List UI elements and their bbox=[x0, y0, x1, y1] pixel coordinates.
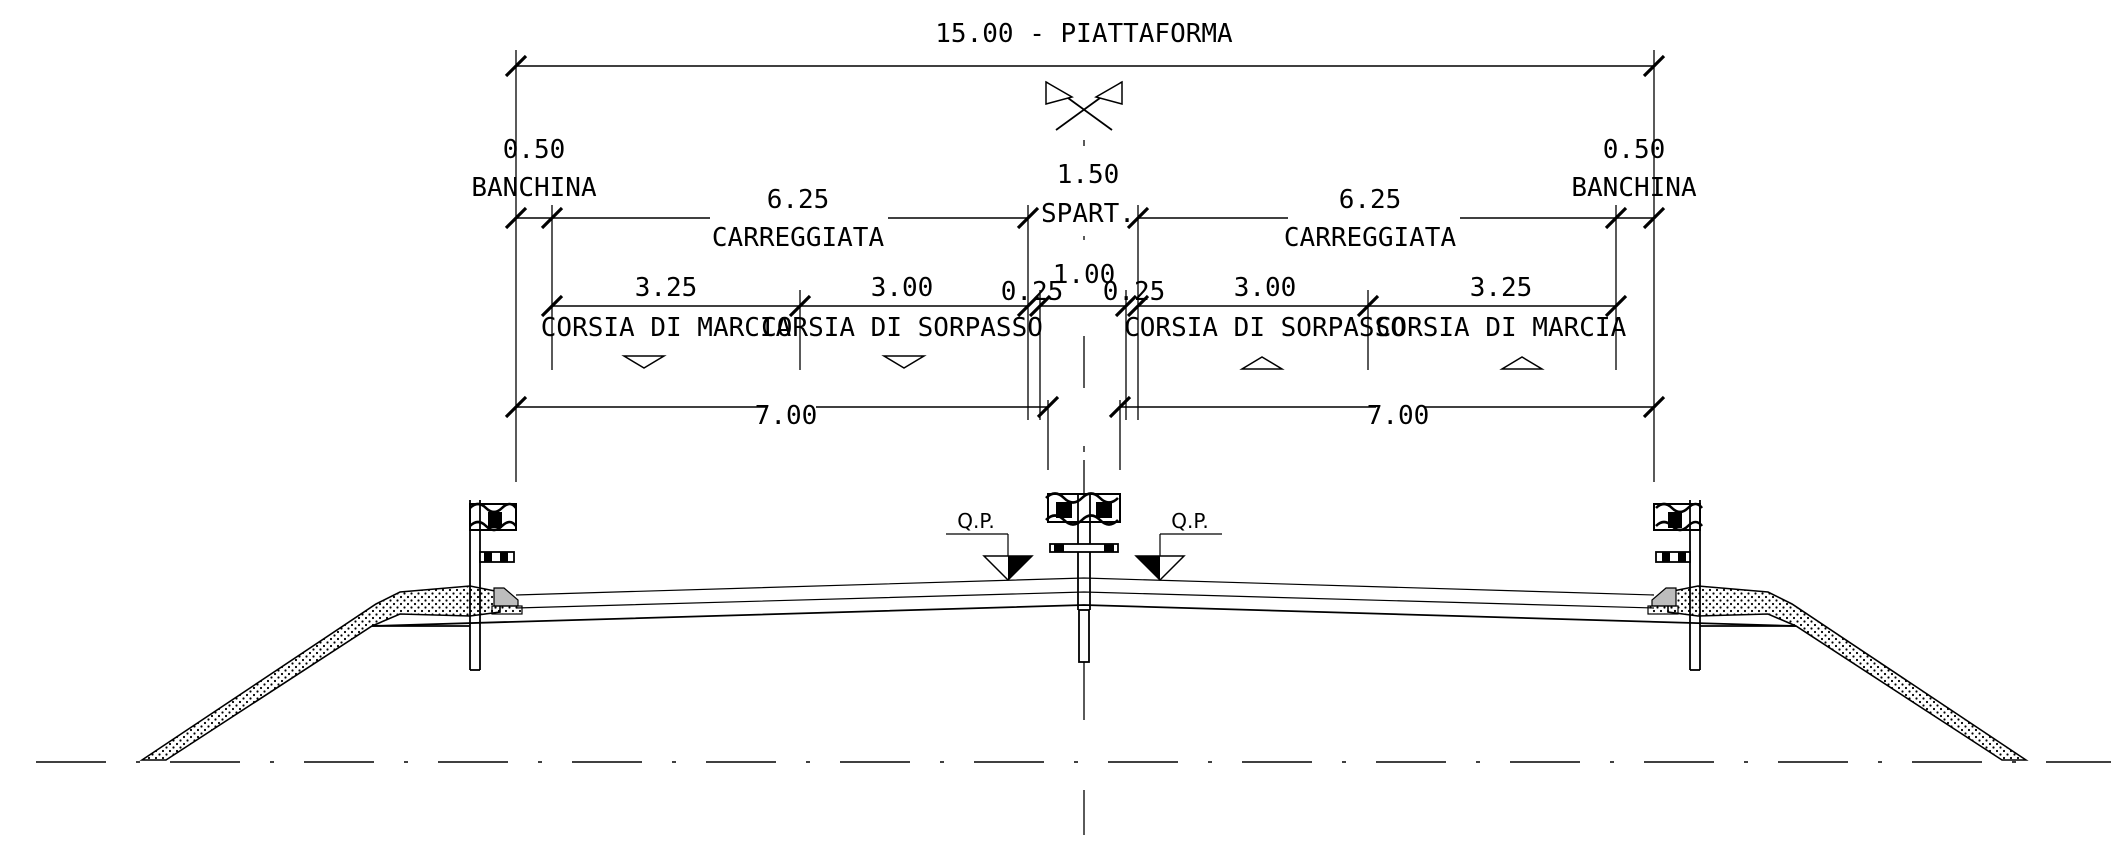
shoulder-left-name: BANCHINA bbox=[471, 173, 597, 203]
qp-left-label: Q.P. bbox=[957, 509, 994, 533]
shoulder-left-width: 0.50 bbox=[503, 135, 566, 165]
median-strip-right-width: 0.25 bbox=[1103, 277, 1166, 307]
shoulder-right-width: 0.50 bbox=[1603, 135, 1666, 165]
direction-up-icon bbox=[1239, 356, 1285, 370]
half-platform-right-width: 7.00 bbox=[1367, 401, 1430, 431]
dimension-ticks bbox=[504, 54, 1666, 419]
carriageway-left-width: 6.25 bbox=[767, 185, 830, 215]
carriageway-left-name: CARREGGIATA bbox=[712, 223, 885, 253]
embankment-left bbox=[139, 585, 501, 761]
median-inner-width: 1.00 bbox=[1053, 260, 1116, 290]
median-name: SPART. bbox=[1041, 199, 1135, 229]
dimension-lines bbox=[516, 65, 1654, 408]
qp-marker-right: Q.P. bbox=[1134, 509, 1222, 582]
barrier-median bbox=[1045, 492, 1121, 663]
lane-left-1-width: 3.25 bbox=[635, 273, 698, 303]
shoulder-right-name: BANCHINA bbox=[1571, 173, 1697, 203]
axis-symbol-icon bbox=[1045, 80, 1123, 131]
extension-lines bbox=[515, 50, 1655, 482]
lane-right-2-width: 3.25 bbox=[1470, 273, 1533, 303]
qp-marker-left: Q.P. bbox=[946, 509, 1034, 582]
direction-down-icon bbox=[621, 355, 667, 369]
direction-up-icon bbox=[1499, 356, 1545, 370]
lane-right-1-name: CORSIA DI SORPASSO bbox=[1124, 313, 1406, 343]
roadway bbox=[371, 577, 1797, 627]
platform-label: 15.00 - PIATTAFORMA bbox=[935, 19, 1233, 49]
median-strip-left-width: 0.25 bbox=[1001, 277, 1064, 307]
lane-left-1-name: CORSIA DI MARCIA bbox=[541, 313, 792, 343]
barrier-left bbox=[469, 500, 523, 671]
lane-left-2-width: 3.00 bbox=[871, 273, 934, 303]
qp-right-label: Q.P. bbox=[1171, 509, 1208, 533]
lane-right-2-name: CORSIA DI MARCIA bbox=[1376, 313, 1627, 343]
half-platform-left-width: 7.00 bbox=[755, 401, 818, 431]
barrier-right bbox=[1647, 500, 1704, 671]
direction-down-icon bbox=[881, 355, 927, 369]
embankment-right bbox=[1667, 585, 2029, 761]
lane-left-2-name: CORSIA DI SORPASSO bbox=[761, 313, 1043, 343]
carriageway-right-name: CARREGGIATA bbox=[1284, 223, 1457, 253]
lane-direction-arrows bbox=[621, 355, 1545, 370]
carriageway-right-width: 6.25 bbox=[1339, 185, 1402, 215]
median-width: 1.50 bbox=[1057, 160, 1120, 190]
lane-right-1-width: 3.00 bbox=[1234, 273, 1297, 303]
